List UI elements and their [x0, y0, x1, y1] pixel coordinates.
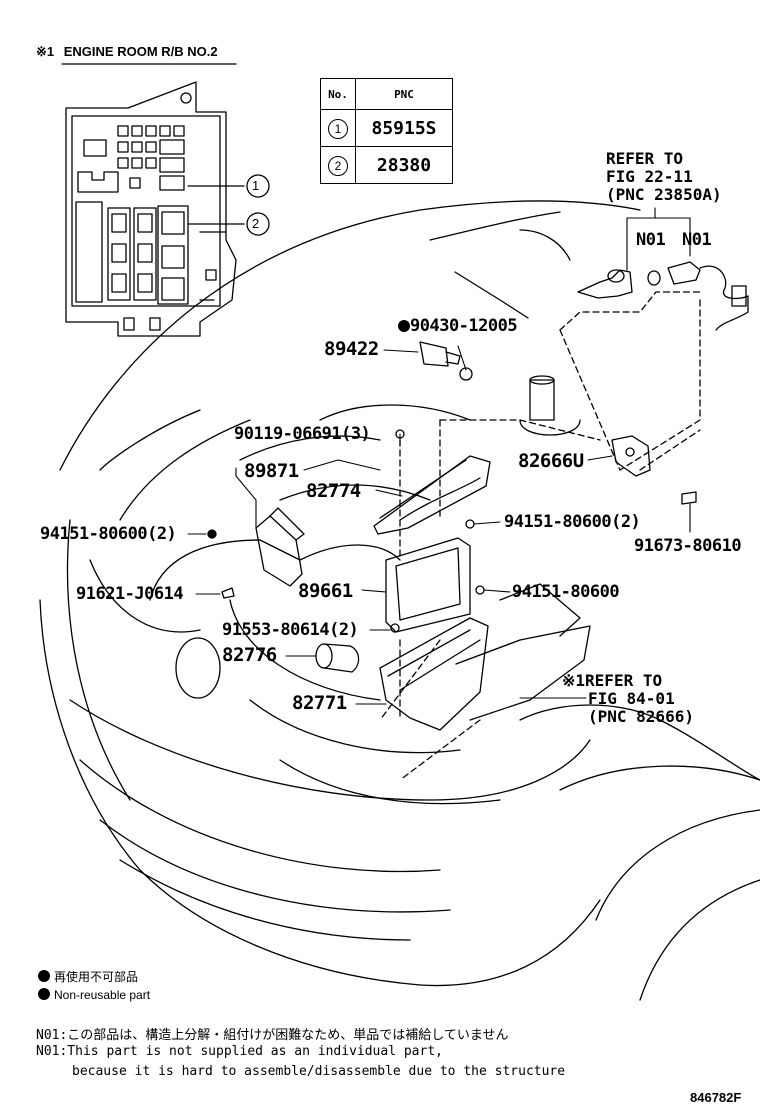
pnc-table: No. PNC 1 85915S 2 28380: [320, 78, 453, 184]
part-89422: 89422: [324, 338, 379, 360]
part-94151-80600-2-left: 94151-80600(2): [40, 524, 177, 544]
row-pnc: 85915S: [355, 109, 453, 147]
refer-top-line: FIG 22-11: [606, 167, 693, 186]
part-91621-j0614: 91621-J0614: [76, 584, 184, 604]
table-row: 2 28380: [320, 146, 453, 184]
refer-bottom-line: ※1REFER TO: [562, 671, 663, 690]
part-n01-b: N01: [682, 230, 712, 250]
part-89661: 89661: [298, 580, 353, 602]
col-no-header: No.: [320, 78, 356, 110]
refer-bottom-line: (PNC 82666): [588, 707, 694, 726]
parts-illustrations: [207, 261, 749, 731]
note-jp: N01:この部品は、構造上分解・組付けが困難なため、単品では補給していません: [36, 1028, 509, 1043]
refer-top-block: REFER TO FIG 22-11 (PNC 23850A): [606, 150, 722, 204]
header-title-text: ENGINE ROOM R/B NO.2: [63, 44, 218, 59]
legend-en: Non-reusable part: [38, 988, 150, 1002]
part-94151-80600-2-right: 94151-80600(2): [504, 512, 641, 532]
part-82776: 82776: [222, 644, 277, 666]
header-title: ※1 ENGINE ROOM R/B NO.2: [36, 44, 218, 60]
row-pnc: 28380: [355, 146, 453, 184]
table-row: 1 85915S: [320, 109, 453, 147]
part-89871: 89871: [244, 460, 299, 482]
non-reusable-dot: [398, 320, 410, 332]
callout-1-label: 1: [252, 178, 260, 193]
part-82771: 82771: [292, 692, 347, 714]
filled-dot-icon: [38, 988, 50, 1000]
callout-circle-1: [246, 174, 270, 198]
part-90430-12005: 90430-12005: [410, 316, 518, 336]
legend-en-text: Non-reusable part: [54, 988, 151, 1002]
part-82666u: 82666U: [518, 450, 584, 472]
row-number: 2: [328, 156, 348, 176]
part-n01-a: N01: [636, 230, 666, 250]
row-number: 1: [328, 119, 348, 139]
header-mark: ※1: [36, 44, 55, 59]
part-90119-06691: 90119-06691(3): [234, 424, 371, 444]
pnc-table-header: No. PNC: [320, 78, 453, 110]
note-en-2: because it is hard to assemble/disassemb…: [72, 1064, 566, 1079]
refer-bottom-line: FIG 84-01: [588, 689, 675, 708]
part-91553-80614: 91553-80614(2): [222, 620, 359, 640]
part-94151-80600: 94151-80600: [512, 582, 620, 602]
refer-top-line: REFER TO: [606, 149, 684, 168]
refer-top-line: (PNC 23850A): [606, 185, 722, 204]
filled-dot-icon: [38, 970, 50, 982]
callout-2-label: 2: [252, 216, 260, 231]
legend-jp: 再使用不可部品: [38, 968, 138, 985]
note-en-1: N01:This part is not supplied as an indi…: [36, 1044, 443, 1059]
legend-jp-text: 再使用不可部品: [54, 970, 139, 984]
callout-circle-2: [246, 212, 270, 236]
dashed-reference-lines: [379, 291, 701, 781]
part-91673-80610: 91673-80610: [634, 536, 742, 556]
part-82774: 82774: [306, 480, 361, 502]
leader-lines: [187, 185, 691, 705]
vehicle-body-illustration: [39, 200, 760, 1001]
relay-block-illustration: [65, 81, 245, 337]
col-pnc-header: PNC: [355, 78, 453, 110]
figure-code: 846782F: [690, 1090, 742, 1105]
refer-bottom-block: ※1REFER TO FIG 84-01 (PNC 82666): [562, 672, 694, 726]
